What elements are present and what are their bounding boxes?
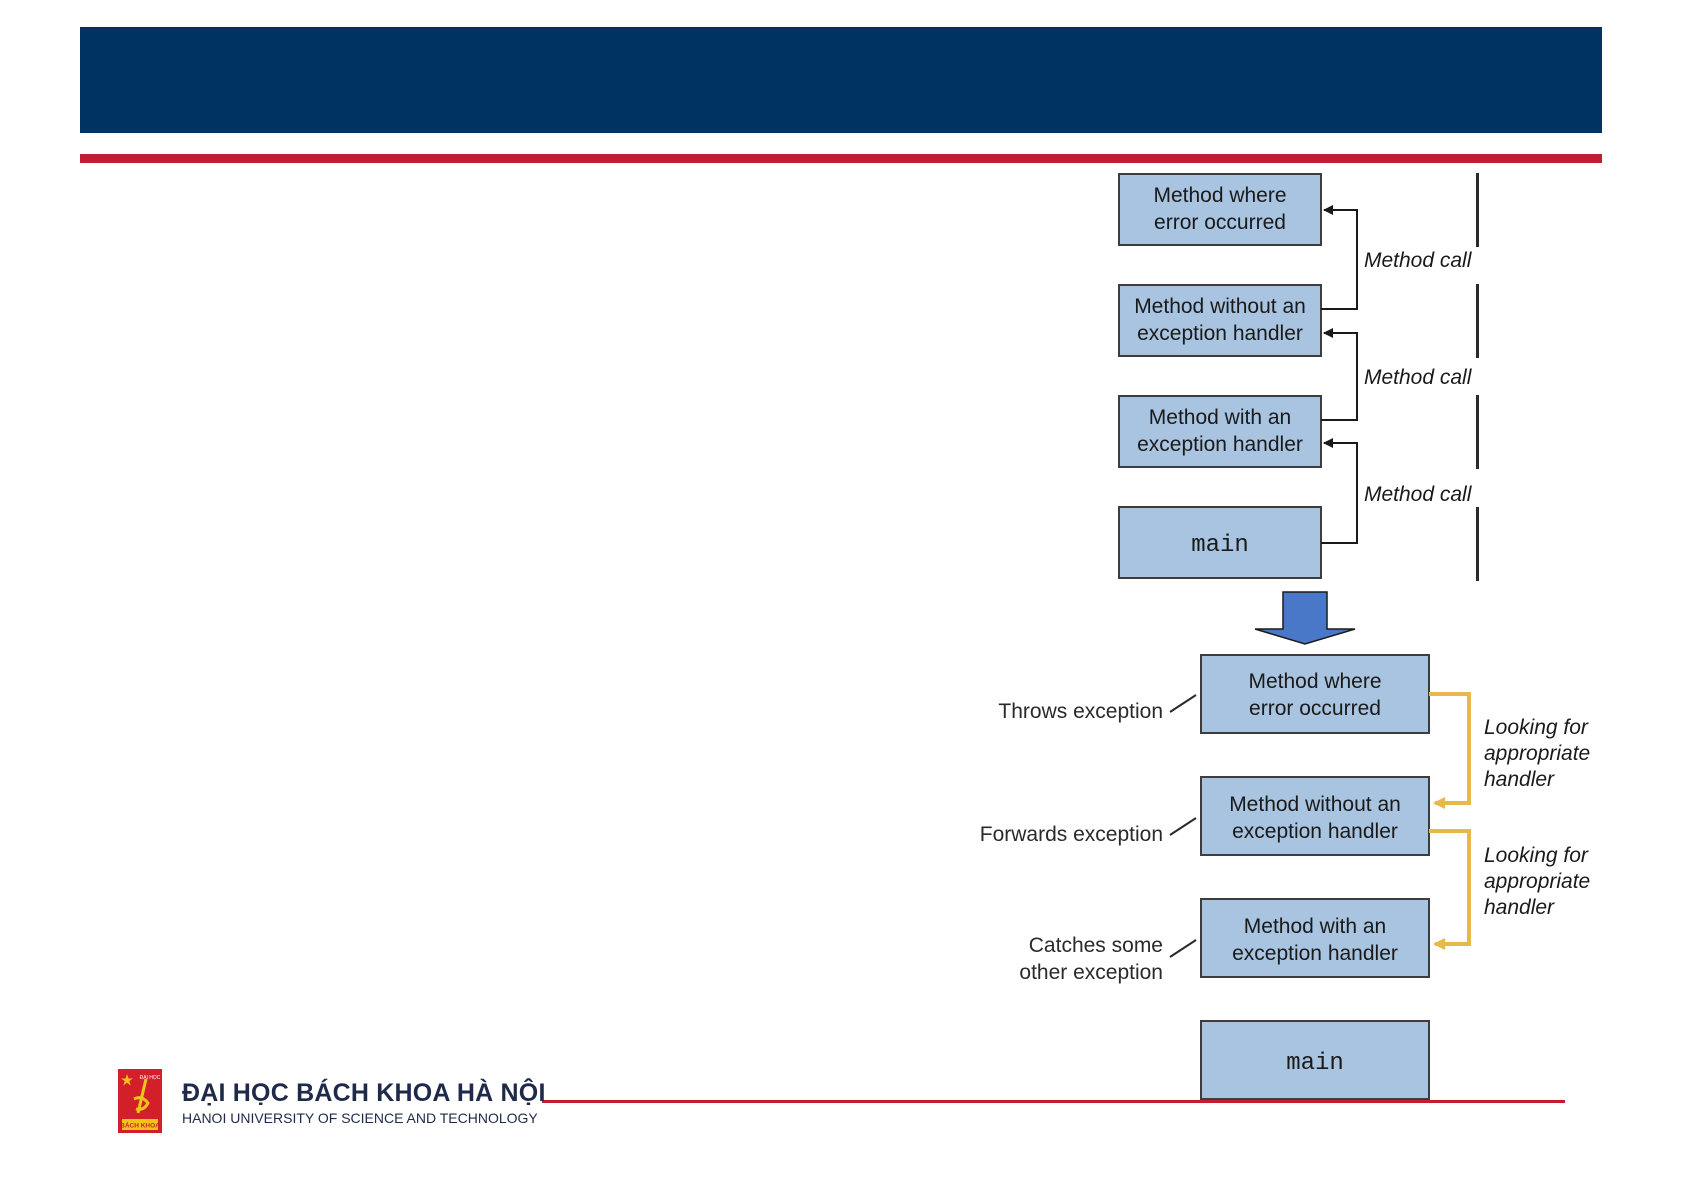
- flow-box-1-line2: error occurred: [1249, 697, 1381, 720]
- call-box-1-line1: Method where: [1153, 184, 1286, 207]
- call-box-2-line1: Method without an: [1134, 295, 1306, 318]
- search-arrow: [1429, 829, 1471, 950]
- call-box-1: Method where error occurred: [1118, 173, 1322, 246]
- logo-text-bottom: BÁCH KHOA: [120, 1121, 160, 1130]
- search-label-1-line3: handler: [1484, 768, 1555, 791]
- method-call-label: Method call: [1364, 483, 1473, 506]
- call-stack: Method where error occurred Method witho…: [1118, 173, 1479, 581]
- stack-bar: [1476, 507, 1479, 581]
- university-name-en: HANOI UNIVERSITY OF SCIENCE AND TECHNOLO…: [182, 1110, 538, 1126]
- header-bar: [80, 27, 1602, 133]
- call-box-2-line2: exception handler: [1137, 322, 1303, 345]
- down-arrow-icon: [1254, 591, 1356, 645]
- flow-box-4: main: [1200, 1020, 1430, 1100]
- method-call-label: Method call: [1364, 249, 1473, 272]
- call-box-2: Method without an exception handler: [1118, 284, 1322, 357]
- flow-box-2: Method without an exception handler: [1200, 776, 1430, 856]
- method-call-arrow: [1321, 438, 1358, 544]
- call-box-3-line1: Method with an: [1149, 406, 1291, 429]
- call-box-1-line2: error occurred: [1154, 211, 1286, 234]
- search-label-1-line1: Looking for: [1484, 716, 1589, 739]
- method-call-arrow: [1321, 328, 1358, 421]
- catches-label-line1: Catches some: [1029, 934, 1163, 957]
- search-label-2-line3: handler: [1484, 896, 1555, 919]
- footer-rule: [542, 1100, 1565, 1103]
- call-box-3-line2: exception handler: [1137, 433, 1303, 456]
- flow-box-2-line2: exception handler: [1232, 820, 1398, 843]
- logo-text-top: ĐẠI HỌC: [140, 1075, 161, 1081]
- call-box-4: main: [1118, 506, 1322, 579]
- forwards-exception-label: Forwards exception: [980, 823, 1163, 846]
- call-box-4-line1: main: [1191, 532, 1249, 559]
- university-name-vi: ĐẠI HỌC BÁCH KHOA HÀ NỘI: [182, 1079, 546, 1107]
- search-label-2-line2: appropriate: [1484, 870, 1590, 893]
- throws-exception-label: Throws exception: [998, 700, 1163, 723]
- search-arrow: [1429, 692, 1471, 809]
- header-rule: [80, 154, 1602, 163]
- flow-box-1-line1: Method where: [1248, 670, 1381, 693]
- flow-box-2-line1: Method without an: [1229, 793, 1401, 816]
- label-tick: [1169, 694, 1197, 713]
- method-call-arrow: [1321, 205, 1358, 310]
- flow-box-1: Method where error occurred: [1200, 654, 1430, 734]
- university-logo-icon: ĐẠI HỌC BÁCH KHOA: [118, 1069, 162, 1133]
- stack-bar: [1476, 284, 1479, 358]
- flow-box-3-line1: Method with an: [1244, 915, 1386, 938]
- search-label-2-line1: Looking for: [1484, 844, 1589, 867]
- flow-box-4-line1: main: [1286, 1050, 1344, 1077]
- call-box-3: Method with an exception handler: [1118, 395, 1322, 468]
- method-call-label: Method call: [1364, 366, 1473, 389]
- flow-box-3-line2: exception handler: [1232, 942, 1398, 965]
- stack-bar: [1476, 395, 1479, 469]
- label-tick: [1169, 817, 1197, 836]
- label-tick: [1169, 939, 1197, 958]
- flow-box-3: Method with an exception handler: [1200, 898, 1430, 978]
- exception-flow: Method where error occurred Method witho…: [980, 654, 1590, 1100]
- catches-label-line2: other exception: [1019, 961, 1163, 984]
- stack-bar: [1476, 173, 1479, 247]
- search-label-1-line2: appropriate: [1484, 742, 1590, 765]
